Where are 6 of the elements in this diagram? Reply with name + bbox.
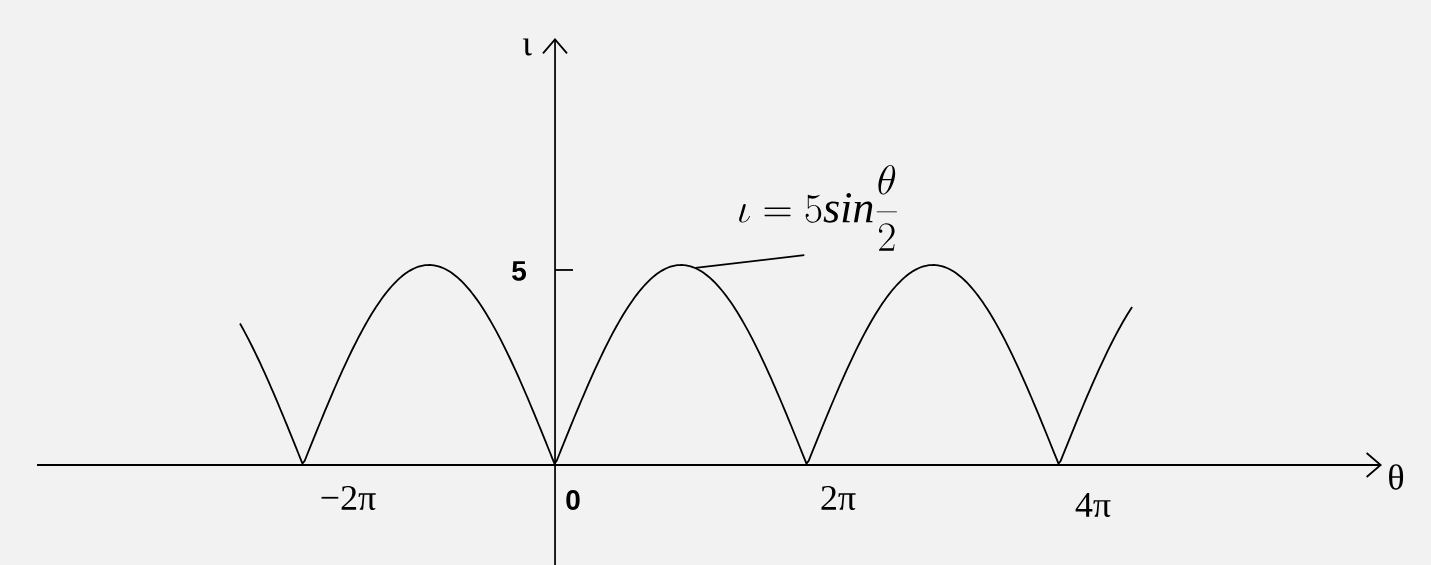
axis-label: θ: [1389, 464, 1404, 490]
leader-line: [694, 254, 806, 269]
tick-label: 5: [512, 261, 526, 281]
tick-label: 0: [566, 490, 580, 510]
axis-label: ι: [522, 38, 532, 56]
formula-label: $\iota = 5\mathit{sin}\frac{\theta}{2}$: [739, 164, 897, 251]
